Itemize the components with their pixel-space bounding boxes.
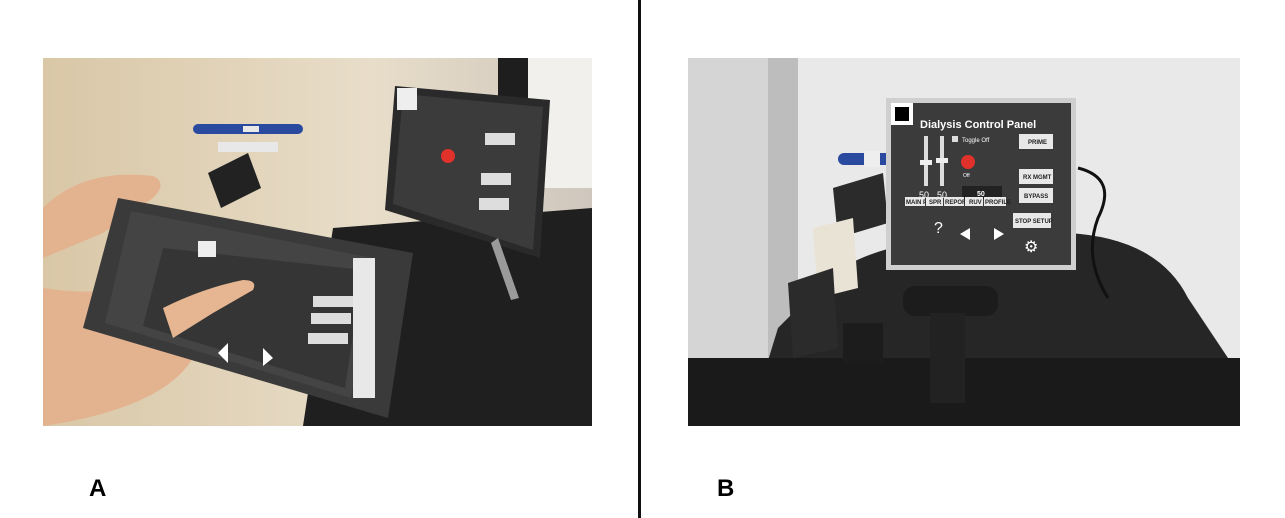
slider-value-1: 50 xyxy=(919,190,929,200)
status-text: Off xyxy=(963,173,970,179)
svg-text:MAIN PAGE: MAIN PAGE xyxy=(906,200,940,206)
photo-panel-a xyxy=(43,58,592,426)
svg-text:RX MGMT: RX MGMT xyxy=(1023,175,1052,181)
bypass-button xyxy=(1019,188,1053,203)
photo-a-illustration xyxy=(43,58,592,426)
screen-title: Dialysis Control Panel xyxy=(920,119,1036,131)
stop-setup-button xyxy=(1013,213,1051,228)
arrow-left-icon xyxy=(960,228,970,240)
svg-text:RUV: RUV xyxy=(969,200,982,206)
slider-value-2: 50 xyxy=(937,190,947,200)
toggle-label: Toggle Off xyxy=(962,138,990,144)
photo-panel-b: Dialysis Control Panel Toggle Off 50 50 … xyxy=(688,58,1240,426)
handheld-tablet xyxy=(83,198,413,418)
status-light-icon xyxy=(961,155,975,169)
slider-handle-1 xyxy=(920,160,932,165)
svg-text:STOP SETUP: STOP SETUP xyxy=(1015,219,1053,225)
tab-profile xyxy=(984,197,1006,206)
svg-text:PROFILE: PROFILE xyxy=(985,200,1011,206)
value-display: 50 xyxy=(977,191,985,198)
svg-text:BYPASS: BYPASS xyxy=(1024,194,1048,200)
tab-main-page xyxy=(905,197,925,206)
arrow-right-icon xyxy=(994,228,1004,240)
svg-text:REPORT: REPORT xyxy=(945,200,970,206)
help-icon: ? xyxy=(934,220,943,237)
tab-spr xyxy=(926,197,943,206)
rx-mgmt-button xyxy=(1019,169,1053,184)
tab-report xyxy=(944,197,964,206)
tab-ruv xyxy=(965,197,983,206)
panel-label-a: A xyxy=(89,475,107,502)
toggle-checkbox xyxy=(952,136,958,142)
tablet-screen: Dialysis Control Panel Toggle Off 50 50 … xyxy=(886,98,1076,270)
svg-text:SPR: SPR xyxy=(929,200,942,206)
gear-icon: ⚙ xyxy=(1024,239,1038,256)
photo-b-illustration: Dialysis Control Panel Toggle Off 50 50 … xyxy=(688,58,1240,426)
panel-label-b: B xyxy=(717,475,735,502)
panel-divider xyxy=(638,0,641,518)
background-tablet xyxy=(385,86,550,300)
slider-handle-2 xyxy=(936,158,948,163)
prime-button xyxy=(1019,134,1053,149)
svg-text:PRIME: PRIME xyxy=(1028,140,1047,146)
